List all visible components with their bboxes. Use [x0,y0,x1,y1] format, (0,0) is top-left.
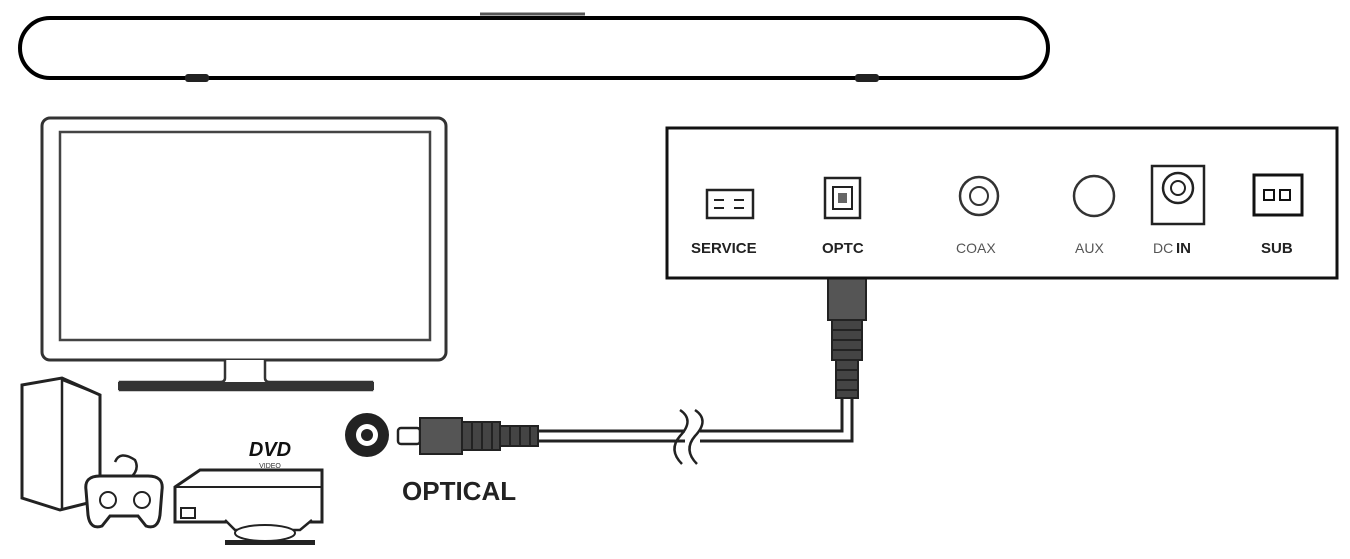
service-port [705,188,755,220]
soundbar [18,12,1050,82]
dvd-player: DVD VIDEO [173,439,324,545]
optical-output-label: OPTICAL [402,476,516,506]
subwoofer-port [1252,173,1304,217]
coaxial-port [958,175,1000,217]
service-port-label: SERVICE [691,240,757,257]
aux-port [1072,174,1116,218]
dc-in-port-label-suffix: IN [1176,240,1191,257]
dc-in-port-label-prefix: DC [1153,240,1173,256]
dvd-logo-subtext: VIDEO [259,463,281,470]
optical-port-label: OPTC [822,240,864,257]
optical-port [823,176,862,220]
rear-panel [665,126,1339,280]
dc-in-port [1150,164,1206,226]
game-controller [84,454,164,529]
aux-port-label: AUX [1075,240,1104,256]
subwoofer-port-label: SUB [1261,240,1293,257]
tv-optical-jack [345,413,389,457]
dvd-logo-text: DVD [249,439,291,461]
cable-connector-tv [396,417,539,455]
tv [40,116,448,392]
coaxial-port-label: COAX [956,240,996,256]
optical-cable [538,398,854,465]
